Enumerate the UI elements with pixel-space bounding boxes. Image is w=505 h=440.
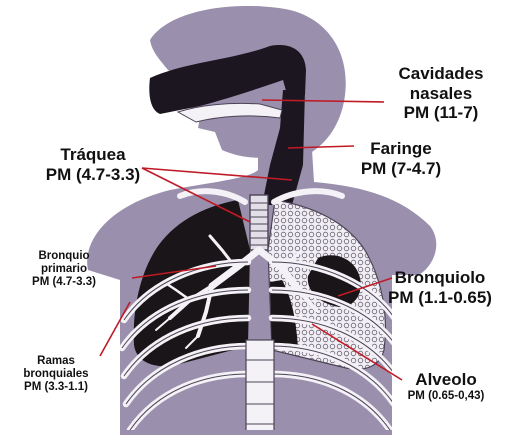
label-bronquio-primario: Bronquio primario PM (4.7-3.3) [14, 250, 114, 290]
label-bronquio-line2: primario [14, 263, 114, 276]
label-bronquio-pm: PM (4.7-3.3) [14, 276, 114, 289]
label-traquea-name: Tráquea [28, 145, 158, 165]
label-traquea-pm: PM (4.7-3.3) [28, 165, 158, 185]
label-faringe: Faringe PM (7-4.7) [346, 139, 456, 178]
label-bronquiolo: Bronquiolo PM (1.1-0.65) [380, 268, 500, 307]
label-cavidades-pm: PM (11-7) [383, 103, 499, 123]
label-bronquiolo-name: Bronquiolo [380, 268, 500, 288]
label-faringe-name: Faringe [346, 139, 456, 159]
label-alveolo-name: Alveolo [392, 370, 500, 390]
label-cavidades-line2: nasales [383, 84, 499, 104]
label-alveolo: Alveolo PM (0.65-0,43) [392, 370, 500, 403]
label-cavidades-nasales: Cavidades nasales PM (11-7) [383, 64, 499, 123]
label-traquea: Tráquea PM (4.7-3.3) [28, 145, 158, 184]
label-ramas-bronquiales: Ramas bronquiales PM (3.3-1.1) [6, 355, 106, 395]
label-alveolo-pm: PM (0.65-0,43) [392, 390, 500, 403]
label-ramas-line2: bronquiales [6, 368, 106, 381]
label-faringe-pm: PM (7-4.7) [346, 159, 456, 179]
label-ramas-line1: Ramas [6, 355, 106, 368]
label-ramas-pm: PM (3.3-1.1) [6, 381, 106, 394]
sternum [246, 340, 274, 435]
label-bronquio-line1: Bronquio [14, 250, 114, 263]
label-cavidades-line1: Cavidades [383, 64, 499, 84]
label-bronquiolo-pm: PM (1.1-0.65) [380, 288, 500, 308]
